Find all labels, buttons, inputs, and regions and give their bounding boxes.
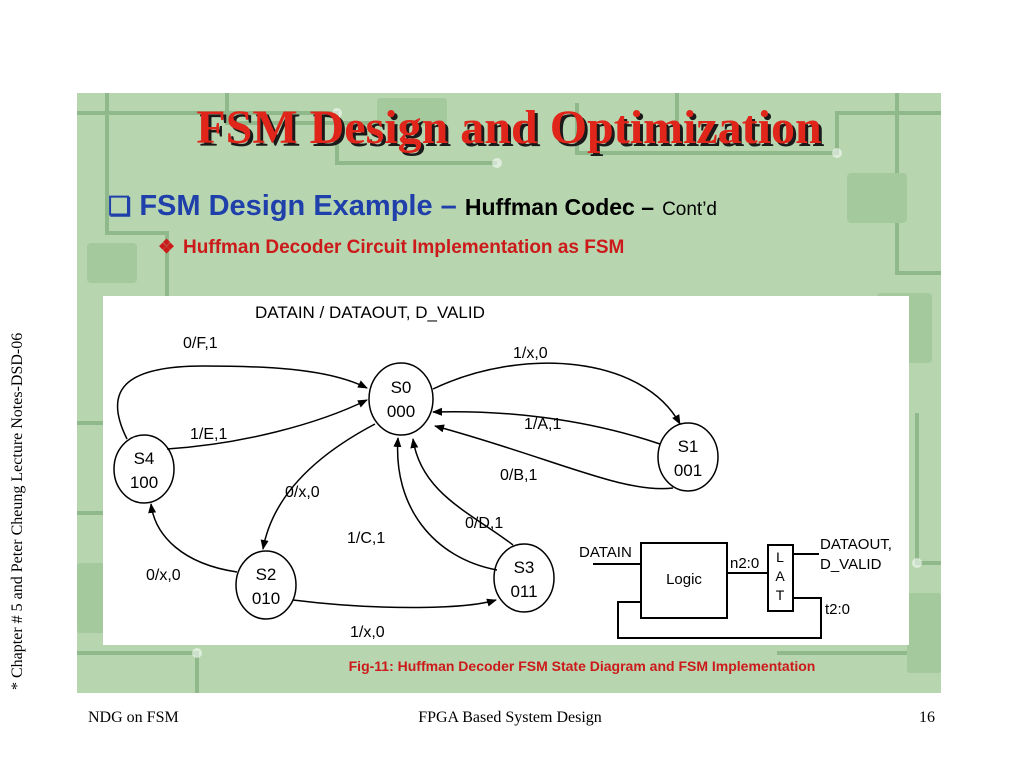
state-s3: S3 011 [493, 543, 555, 613]
transition-s1-s0-a [432, 407, 661, 445]
slide-title: FSM Design and Optimization [196, 101, 822, 154]
state-s2-code: 010 [252, 589, 280, 608]
hollow-square-bullet-icon: ❏ [108, 191, 132, 221]
state-s3-code: 011 [510, 582, 537, 601]
state-s2: S2 010 [235, 550, 297, 620]
label-s2-s3: 1/x,0 [350, 624, 385, 641]
state-s1: S1 001 [657, 422, 719, 492]
transition-s2-s3 [292, 598, 497, 609]
latch-letter-l: L [776, 549, 784, 565]
bullet2-text: Huffman Decoder Circuit Implementation a… [183, 237, 625, 258]
fsm-diagram: DATAIN / DATAOUT, D_VALID S0 000 S1 001 … [113, 303, 892, 641]
diagram-legend: DATAIN / DATAOUT, D_VALID [255, 303, 485, 322]
state-s2-name: S2 [256, 565, 277, 584]
transition-s2-s4 [148, 503, 238, 573]
state-s1-code: 001 [674, 461, 702, 480]
label-s3-s0-d: 0/D,1 [465, 515, 503, 532]
bus-label: n2:0 [730, 555, 759, 572]
block-input-label: DATAIN [579, 544, 632, 561]
state-s0: S0 000 [368, 362, 434, 436]
logic-block [640, 542, 728, 619]
transition-s0-s2 [260, 423, 376, 550]
state-s4-code: 100 [130, 473, 158, 492]
label-s3-s0-c: 1/C,1 [347, 530, 385, 547]
state-s1-name: S1 [678, 437, 699, 456]
label-s0-s2: 0/x,0 [285, 484, 320, 501]
label-s1-s0-b: 0/B,1 [500, 467, 537, 484]
bullet1-main: FSM Design Example – [139, 190, 457, 222]
state-s0-code: 000 [387, 402, 415, 421]
footer-center: FPGA Based System Design [418, 709, 602, 726]
figure-caption: Fig-11: Huffman Decoder FSM State Diagra… [348, 658, 816, 674]
feedback-path [617, 597, 822, 639]
feedback-label: t2:0 [825, 601, 850, 618]
label-s4-s0-top: 0/F,1 [183, 335, 218, 352]
transition-s1-s0-b [434, 424, 674, 490]
state-s3-name: S3 [514, 558, 535, 577]
latch-letter-a: A [775, 568, 785, 584]
diamond-bullet-icon: ❖ [158, 237, 176, 258]
bullet1-tail: Cont’d [662, 199, 717, 220]
transition-s3-s0-c [393, 437, 498, 571]
state-s0-name: S0 [391, 378, 412, 397]
latch-block [767, 544, 794, 612]
block-output-line1: DATAOUT, [820, 536, 892, 553]
state-s4: S4 100 [113, 434, 175, 504]
footer-left: NDG on FSM [88, 709, 179, 726]
side-note-vertical: * Chapter # 5 and Peter Cheung Lecture N… [9, 332, 26, 690]
logic-block-label: Logic [666, 571, 702, 588]
label-s1-s0-a: 1/A,1 [524, 416, 561, 433]
label-s4-s0-inner: 1/E,1 [190, 426, 227, 443]
bullet1-sub: Huffman Codec – [464, 194, 655, 220]
transition-s0-s1-top [432, 362, 681, 425]
page-number: 16 [919, 709, 935, 726]
fsm-diagram-panel: DATAIN / DATAOUT, D_VALID S0 000 S1 001 … [103, 296, 909, 645]
bullet-fsm-design-example: ❏FSM Design Example – Huffman Codec – Co… [108, 190, 717, 223]
block-output-line2: D_VALID [820, 556, 882, 573]
transition-s4-s0-top [116, 365, 368, 440]
transition-s4-s0-inner [166, 399, 368, 450]
state-s4-name: S4 [134, 449, 155, 468]
fsm-implementation-block: DATAIN Logic n2:0 L A T DATAOUT, D_VALID… [579, 536, 892, 639]
label-s2-s4: 0/x,0 [146, 567, 181, 584]
transition-s3-s0-d [410, 438, 514, 546]
label-s0-s1: 1/x,0 [513, 345, 548, 362]
bullet-decoder-implementation: ❖ Huffman Decoder Circuit Implementation … [158, 236, 624, 259]
latch-letter-t: T [776, 587, 785, 603]
